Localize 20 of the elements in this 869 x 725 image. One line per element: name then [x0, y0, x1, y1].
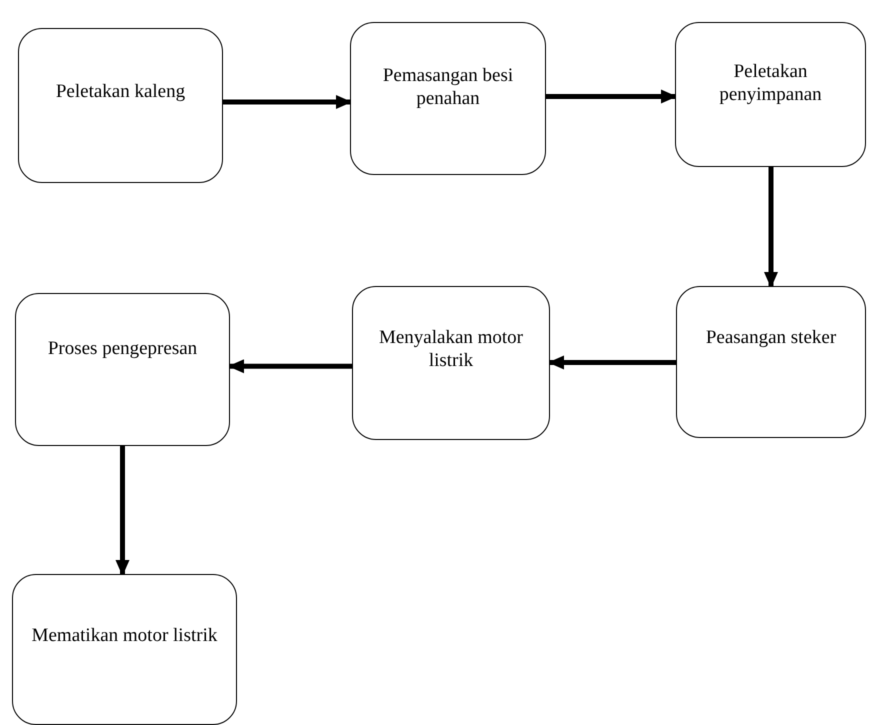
process-box	[15, 293, 230, 446]
step-text: Proses pengepresan	[48, 338, 198, 361]
step-text: Peletakan kaleng	[56, 81, 186, 104]
arrow	[764, 167, 778, 288]
step-text: Peasangan steker	[706, 327, 836, 350]
process-box	[352, 286, 550, 440]
arrow	[116, 446, 130, 576]
arrow	[548, 356, 676, 370]
process-box	[675, 22, 866, 167]
process-box	[676, 286, 866, 438]
arrow	[228, 359, 352, 374]
step-text: Menyalakan motor listrik	[378, 327, 524, 373]
process-box	[350, 22, 546, 175]
step-text: Peletakan penyimpanan	[718, 61, 823, 107]
step-text: Pemasangan besi penahan	[382, 65, 514, 111]
process-box	[18, 28, 223, 183]
process-box	[12, 574, 237, 725]
step-text: Mematikan motor listrik	[32, 625, 218, 648]
arrow	[223, 95, 352, 109]
arrow	[546, 90, 677, 104]
